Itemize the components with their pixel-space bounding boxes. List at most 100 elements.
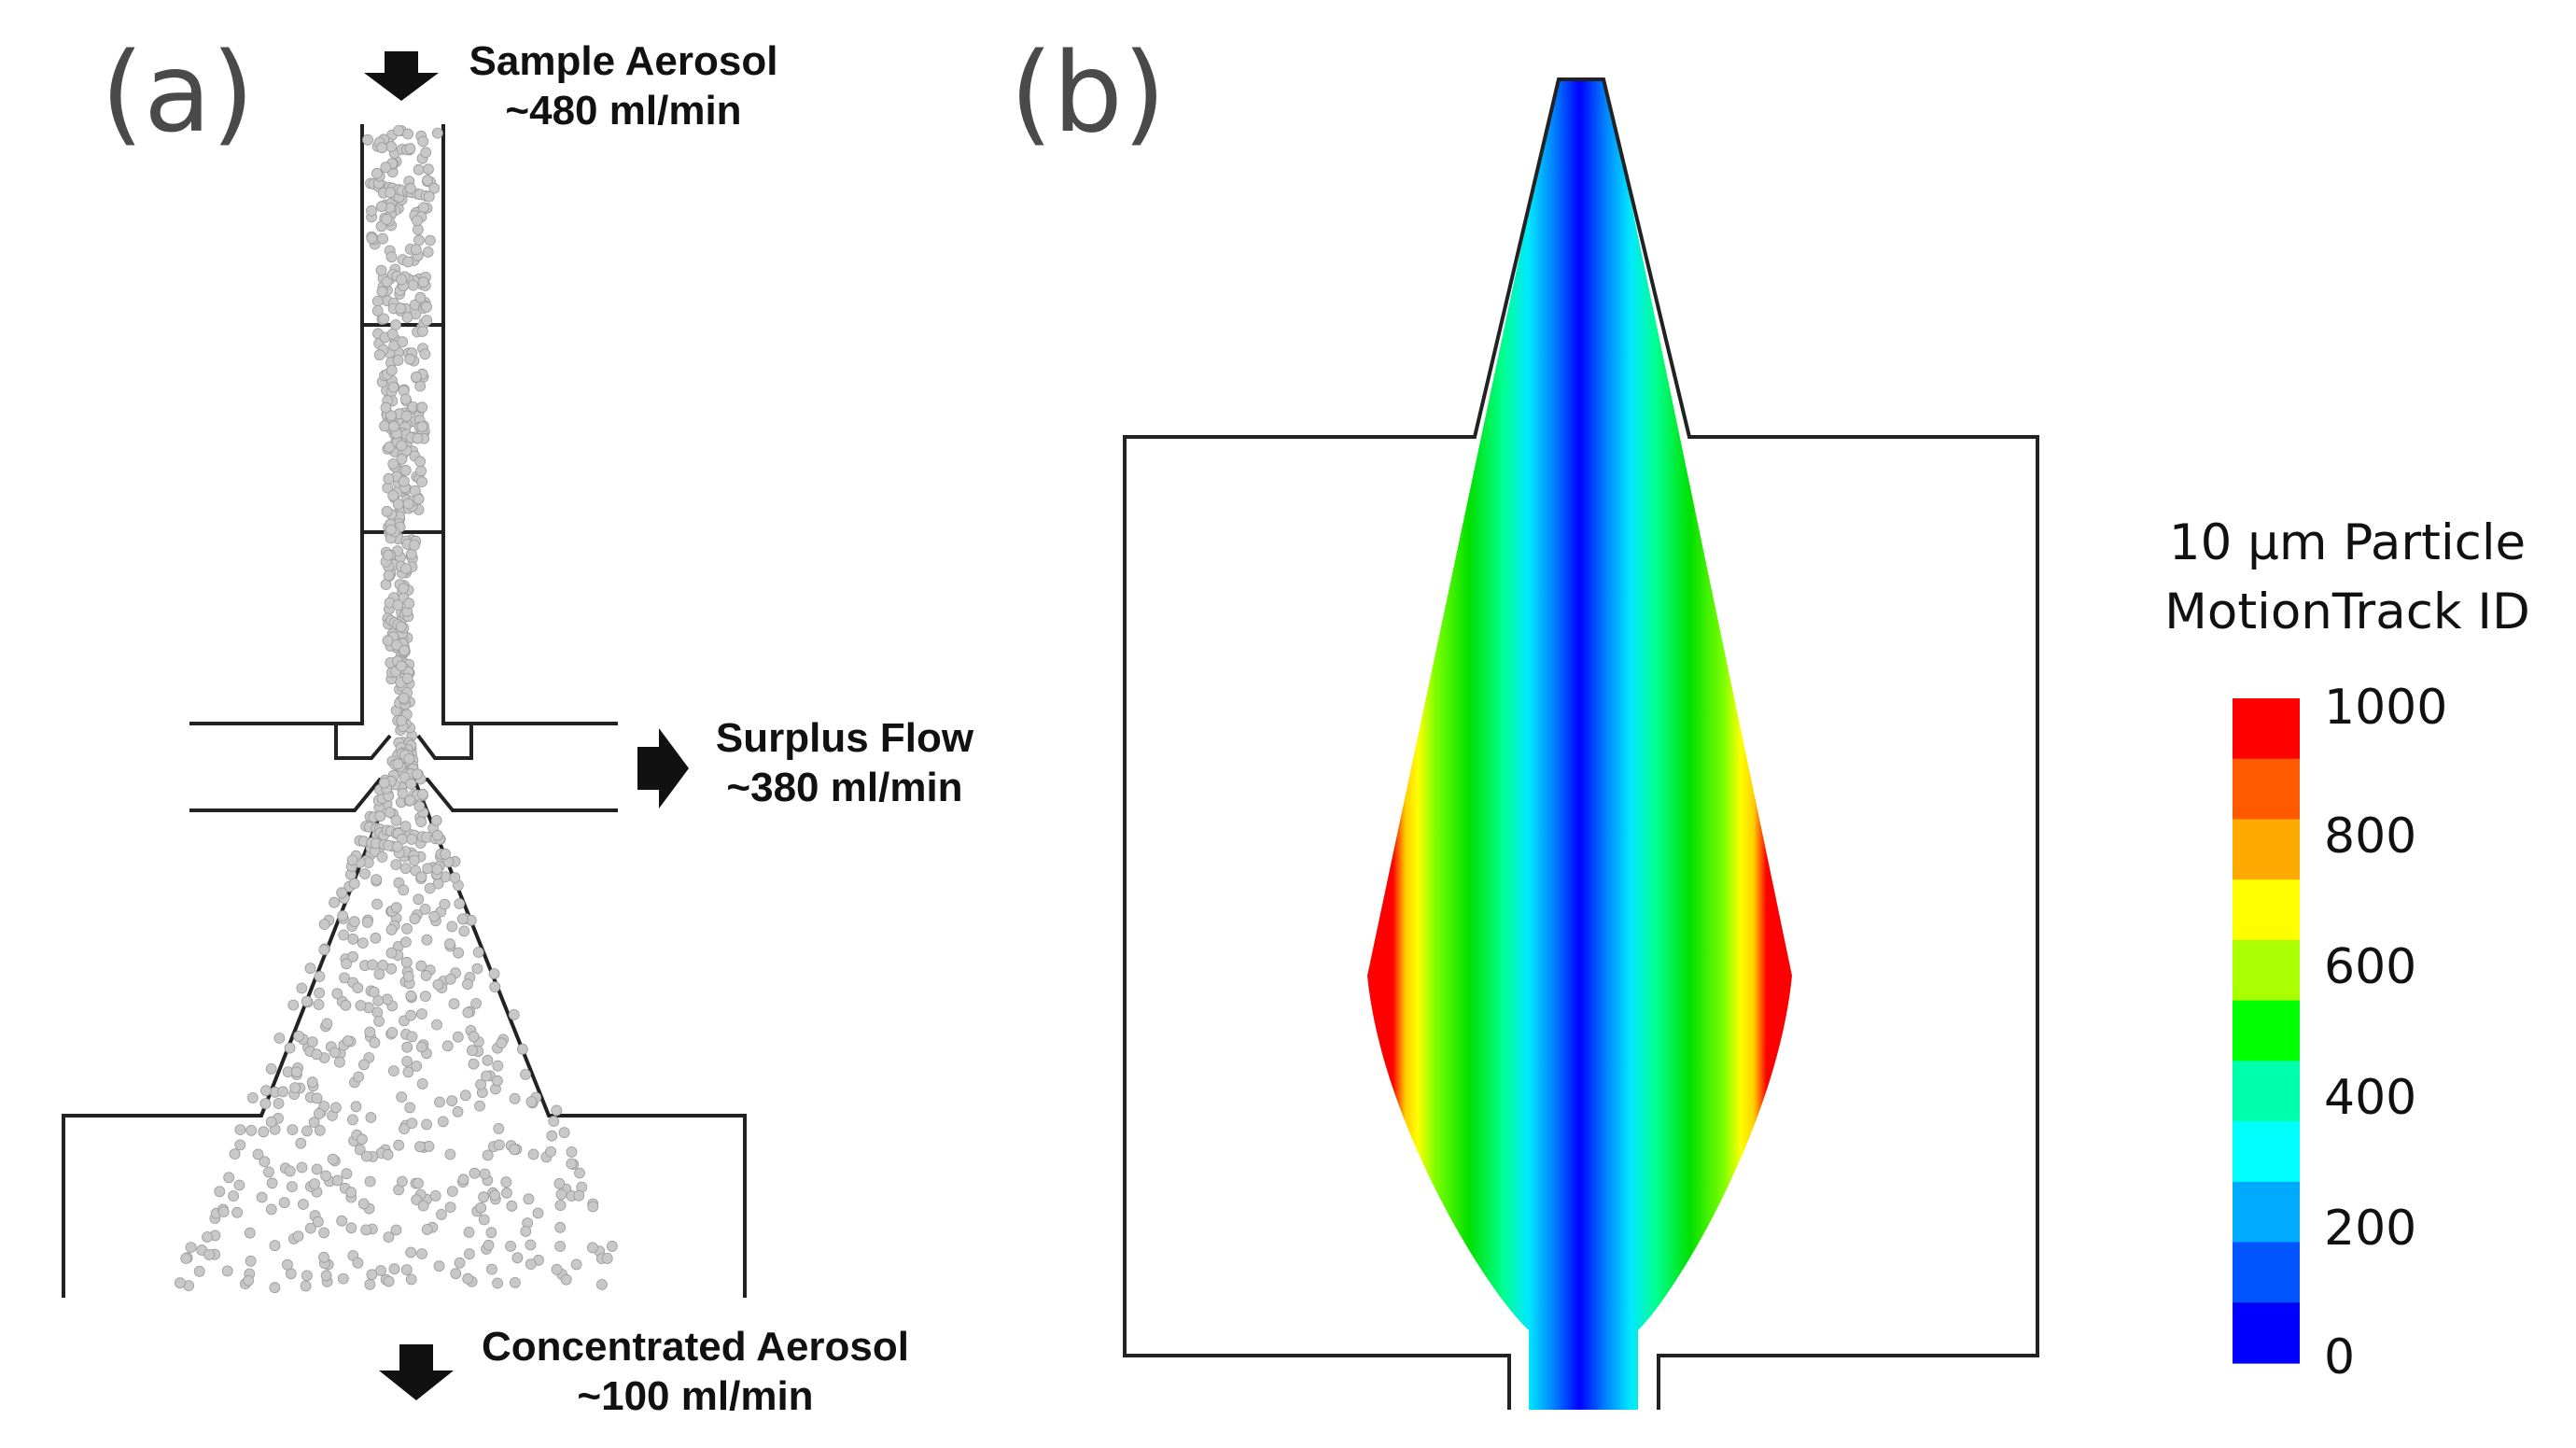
particle [413, 1177, 424, 1189]
particle [364, 1278, 376, 1290]
particle [399, 821, 412, 833]
particle [345, 1222, 357, 1234]
particle [558, 1127, 570, 1139]
particle [378, 777, 390, 789]
particle [380, 162, 392, 174]
particle [501, 1187, 512, 1199]
particle [560, 1273, 572, 1286]
particle [446, 1095, 458, 1106]
particle [457, 1174, 469, 1186]
particle [295, 1137, 307, 1149]
particle [428, 910, 441, 922]
particle [482, 1054, 494, 1066]
particle [399, 393, 412, 405]
particle [370, 932, 382, 944]
particle [259, 1156, 271, 1168]
particle [385, 141, 398, 153]
particle [396, 274, 408, 286]
particle [399, 1123, 411, 1134]
particle [390, 902, 402, 914]
particle [546, 1130, 558, 1142]
particle [376, 142, 388, 154]
particle [607, 1241, 618, 1252]
particle [228, 1190, 240, 1202]
particle [492, 1075, 503, 1087]
particle [327, 1153, 339, 1165]
particle [420, 147, 432, 159]
particle [574, 1167, 585, 1179]
particle [440, 848, 452, 860]
particle [313, 1108, 325, 1119]
particle [269, 1282, 281, 1294]
surplus-arrow-icon [637, 728, 689, 808]
particle [392, 499, 404, 510]
particle [405, 990, 417, 1002]
particle [266, 1177, 278, 1189]
particle [431, 864, 443, 875]
particle [386, 1027, 399, 1038]
particle [424, 234, 436, 246]
particle [415, 816, 427, 828]
particle [454, 898, 466, 909]
particle [362, 134, 373, 146]
particle [383, 1231, 395, 1243]
particle [214, 1186, 226, 1198]
particle [415, 1041, 427, 1053]
particle [462, 978, 473, 991]
particle [444, 973, 456, 985]
particle [318, 944, 330, 956]
particle [500, 1176, 512, 1188]
particle [401, 672, 413, 684]
particle [233, 1179, 245, 1191]
particle [450, 1268, 462, 1280]
particle [405, 1246, 417, 1258]
particle [223, 1172, 235, 1184]
particle [371, 167, 383, 179]
particle [383, 1275, 395, 1287]
particle [423, 190, 435, 203]
particle [373, 1016, 385, 1027]
particle [217, 1206, 230, 1217]
surplus-title: Surplus Flow [715, 715, 974, 761]
particle [300, 1280, 312, 1292]
particle [392, 758, 404, 770]
particle [366, 232, 378, 245]
particle [403, 753, 415, 765]
particle [337, 1272, 349, 1285]
particle [395, 621, 407, 633]
particle [431, 1019, 442, 1031]
particle [400, 410, 413, 422]
particle [468, 1031, 480, 1043]
particle [479, 1168, 491, 1180]
particle [401, 1056, 413, 1067]
particle [371, 898, 383, 910]
particle [468, 1058, 480, 1070]
particle [587, 1242, 598, 1254]
particle [532, 1207, 544, 1219]
particle [373, 968, 385, 980]
particle [449, 872, 461, 883]
particle [273, 1098, 285, 1109]
particle [354, 1144, 366, 1156]
particle [333, 1056, 345, 1068]
particle [510, 1277, 521, 1288]
particle [366, 1269, 378, 1281]
particle [376, 286, 388, 298]
particle [431, 829, 443, 841]
particle [311, 1092, 323, 1104]
panel-b-label: (b) [1010, 28, 1166, 157]
particle [413, 493, 425, 505]
particle [387, 420, 399, 432]
particle [265, 1203, 277, 1216]
particle [432, 978, 444, 991]
surplus-rate: ~380 ml/min [726, 764, 963, 810]
particle [340, 999, 352, 1011]
particle [509, 1144, 520, 1156]
particle [309, 1178, 320, 1189]
particle [417, 788, 428, 800]
particle [412, 215, 423, 227]
particle [336, 1215, 348, 1227]
particle [380, 401, 392, 414]
particle [483, 1239, 495, 1251]
particle [361, 917, 373, 928]
